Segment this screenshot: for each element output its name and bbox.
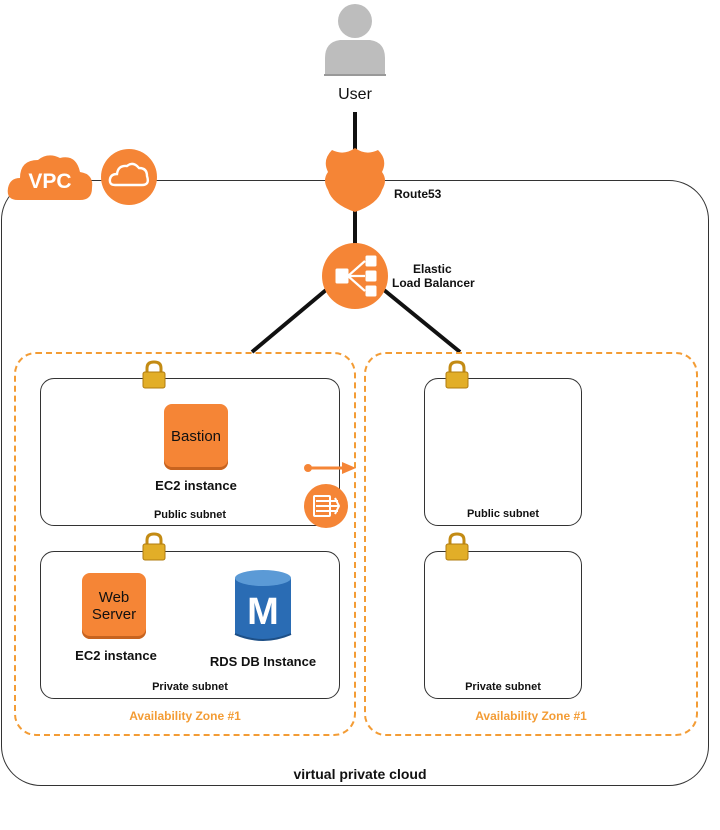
rds-letter: M xyxy=(247,591,279,633)
private-subnet-az1-label: Private subnet xyxy=(152,681,228,693)
availability-zone-2 xyxy=(364,352,698,736)
rds-caption: RDS DB Instance xyxy=(209,654,317,669)
user-label: User xyxy=(338,86,372,103)
lock-icon xyxy=(142,360,166,389)
vpc-cloud-icon xyxy=(7,155,93,200)
web-server-instance: Web Server xyxy=(82,573,146,639)
private-subnet-az2-label: Private subnet xyxy=(465,681,541,693)
route53-label: Route53 xyxy=(394,187,442,201)
lock-icon xyxy=(142,532,166,561)
elb-label-line1: Elastic xyxy=(413,262,452,276)
elb-icon xyxy=(322,243,388,309)
lock-icon xyxy=(445,360,469,389)
availability-zone-2-label: Availability Zone #1 xyxy=(475,709,587,723)
web-server-label-line2: Server xyxy=(91,606,137,623)
rds-icon xyxy=(234,570,292,641)
nat-gateway-icon xyxy=(304,462,356,528)
availability-zone-1-label: Availability Zone #1 xyxy=(129,709,241,723)
private-subnet-az2 xyxy=(424,551,582,699)
public-subnet-az2 xyxy=(424,378,582,526)
public-subnet-az2-label: Public subnet xyxy=(466,508,540,520)
bastion-label: Bastion xyxy=(170,428,222,446)
route53-icon xyxy=(325,148,385,212)
web-server-caption: EC2 instance xyxy=(75,648,157,663)
lock-icon xyxy=(445,532,469,561)
availability-zone-1 xyxy=(14,352,356,736)
bastion-caption: EC2 instance xyxy=(155,478,237,493)
public-subnet-az1-label: Public subnet xyxy=(153,509,227,521)
vpc-badge-label: VPC xyxy=(28,170,72,193)
bastion-instance: Bastion xyxy=(164,404,228,470)
vpc-label: virtual private cloud xyxy=(293,766,427,782)
user-icon xyxy=(324,4,386,76)
web-server-label-line1: Web xyxy=(98,588,130,606)
cloud-icon xyxy=(101,149,157,205)
elb-label-line2: Load Balancer xyxy=(392,276,475,290)
